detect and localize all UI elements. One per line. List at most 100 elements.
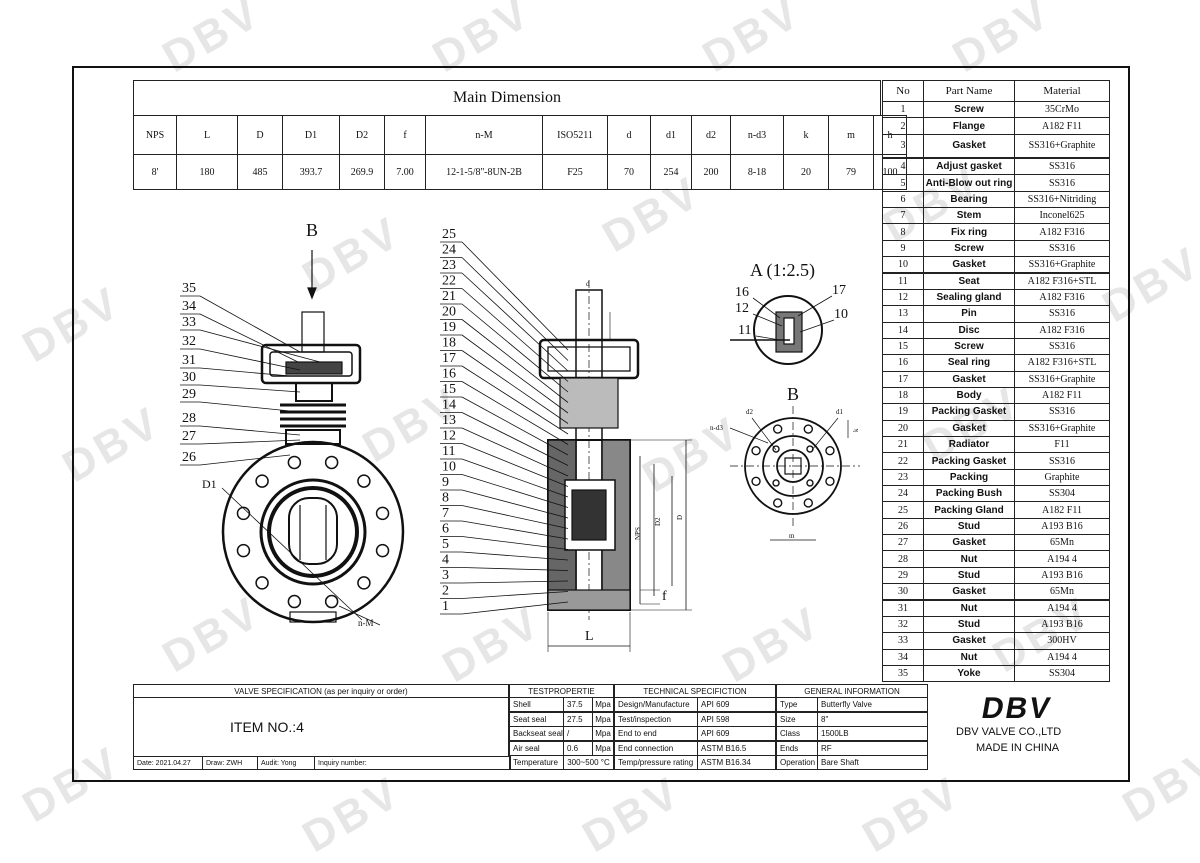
callout-leader bbox=[461, 303, 569, 393]
d2-small-label: d2 bbox=[746, 408, 754, 416]
test-property-value: / bbox=[563, 726, 593, 741]
callout-leader bbox=[755, 335, 781, 341]
flange-hole bbox=[803, 424, 814, 434]
test-properties-header: TESTPROPERTIE bbox=[509, 684, 614, 698]
callout-leader bbox=[752, 297, 781, 319]
callout-leader bbox=[461, 365, 569, 435]
flange-hole bbox=[825, 445, 835, 456]
bolt-hole bbox=[324, 594, 339, 609]
callout-leader bbox=[461, 319, 569, 403]
d1-small-label: d1 bbox=[836, 408, 844, 416]
drawing-sheet bbox=[72, 66, 1130, 782]
callout-number: 26 bbox=[182, 450, 196, 465]
callout-number: 33 bbox=[182, 315, 196, 330]
callout-number: 27 bbox=[182, 429, 196, 444]
callout-number: 5 bbox=[442, 537, 449, 552]
callout-leader bbox=[199, 329, 321, 363]
callout-number: 13 bbox=[442, 413, 456, 428]
technical-spec-name: End connection bbox=[614, 740, 698, 756]
callout-number: 4 bbox=[442, 553, 449, 568]
callout-leader bbox=[461, 241, 569, 351]
test-property-unit: Mpa bbox=[592, 726, 614, 741]
callout-number: 1 bbox=[442, 599, 449, 614]
callout-leader bbox=[461, 412, 569, 466]
test-property-value: 27.5 bbox=[563, 711, 593, 727]
callout-number: 10 bbox=[442, 460, 456, 475]
detail-callout-number: 12 bbox=[735, 301, 749, 316]
technical-spec-name: Temp/pressure rating bbox=[614, 755, 698, 771]
technical-spec-name: End to end bbox=[614, 726, 698, 742]
dimension-label: D bbox=[676, 515, 684, 520]
test-property-value: 0.6 bbox=[563, 740, 593, 756]
callout-number: 25 bbox=[442, 227, 456, 242]
general-info-name: Class bbox=[776, 726, 818, 742]
callout-leader bbox=[461, 257, 569, 361]
audit-field: Audit: Yong bbox=[257, 756, 315, 770]
general-info-name: Size bbox=[776, 711, 818, 727]
callout-leader bbox=[461, 272, 569, 372]
bolt-hole bbox=[236, 506, 251, 521]
callout-number: 35 bbox=[182, 281, 196, 296]
callout-leader bbox=[199, 454, 291, 466]
flange-hole bbox=[772, 424, 783, 434]
general-info-name: Ends bbox=[776, 740, 818, 756]
general-info-value: Butterfly Valve bbox=[817, 697, 928, 712]
f-dimension-label: f bbox=[662, 589, 667, 604]
callout-number: 32 bbox=[182, 334, 196, 349]
callout-leader bbox=[797, 295, 833, 317]
callout-number: 15 bbox=[442, 382, 456, 397]
callout-number: 9 bbox=[442, 475, 449, 490]
callout-leader bbox=[461, 520, 569, 540]
bolt-hole bbox=[236, 543, 251, 558]
technical-spec-value: ASTM B16.34 bbox=[697, 755, 776, 771]
callout-number: 20 bbox=[442, 305, 456, 320]
callout-number: 11 bbox=[442, 444, 455, 459]
callout-number: 3 bbox=[442, 568, 449, 583]
callout-leader bbox=[199, 367, 291, 377]
general-info-value: 8" bbox=[817, 711, 928, 727]
parts-table-cell: SS304 bbox=[1014, 664, 1110, 683]
technical-spec-name: Design/Manufacture bbox=[614, 697, 698, 712]
callout-leader bbox=[461, 396, 569, 456]
callout-number: 18 bbox=[442, 336, 456, 351]
bolt-hole bbox=[375, 543, 390, 558]
general-info-header: GENERAL INFORMATION bbox=[776, 684, 928, 698]
bolt-hole bbox=[324, 455, 339, 470]
test-property-name: Air seal bbox=[509, 740, 564, 756]
callout-number: 16 bbox=[442, 367, 456, 382]
parts-table-cell: SS316+Graphite bbox=[1014, 133, 1110, 159]
general-info-name: Type bbox=[776, 697, 818, 712]
flange-hole bbox=[803, 498, 814, 508]
callout-leader bbox=[461, 288, 569, 382]
dimension-value: 100 bbox=[873, 154, 907, 190]
d-dimension-label: d bbox=[586, 280, 590, 288]
draw-field: Draw: ZWH bbox=[202, 756, 258, 770]
callout-leader bbox=[199, 384, 301, 393]
callout-number: 12 bbox=[442, 429, 456, 444]
bolt-hole bbox=[287, 594, 302, 609]
l-dimension-label: L bbox=[585, 629, 594, 644]
view-b-label: B bbox=[306, 220, 318, 240]
callout-number: 6 bbox=[442, 522, 449, 537]
callout-number: 14 bbox=[442, 398, 456, 413]
callout-leader bbox=[461, 350, 569, 424]
callout-leader bbox=[461, 580, 569, 584]
callout-number: 34 bbox=[182, 299, 196, 314]
callout-number: 23 bbox=[442, 258, 456, 273]
flange-hole bbox=[825, 476, 835, 487]
test-property-name: Seat seal bbox=[509, 711, 564, 727]
callout-number: 24 bbox=[442, 243, 456, 258]
callout-number: 28 bbox=[182, 411, 196, 426]
callout-leader bbox=[799, 319, 835, 333]
callout-leader bbox=[199, 295, 301, 353]
callout-number: 19 bbox=[442, 320, 456, 335]
callout-leader bbox=[461, 427, 569, 477]
callout-leader bbox=[461, 536, 569, 550]
nd3-label: n-d3 bbox=[710, 424, 723, 432]
callout-number: 22 bbox=[442, 274, 456, 289]
dimension-label: D2 bbox=[654, 517, 662, 526]
company-name: DBV VALVE CO.,LTD bbox=[956, 726, 1062, 738]
callout-leader bbox=[461, 381, 569, 445]
callout-leader bbox=[461, 334, 569, 414]
